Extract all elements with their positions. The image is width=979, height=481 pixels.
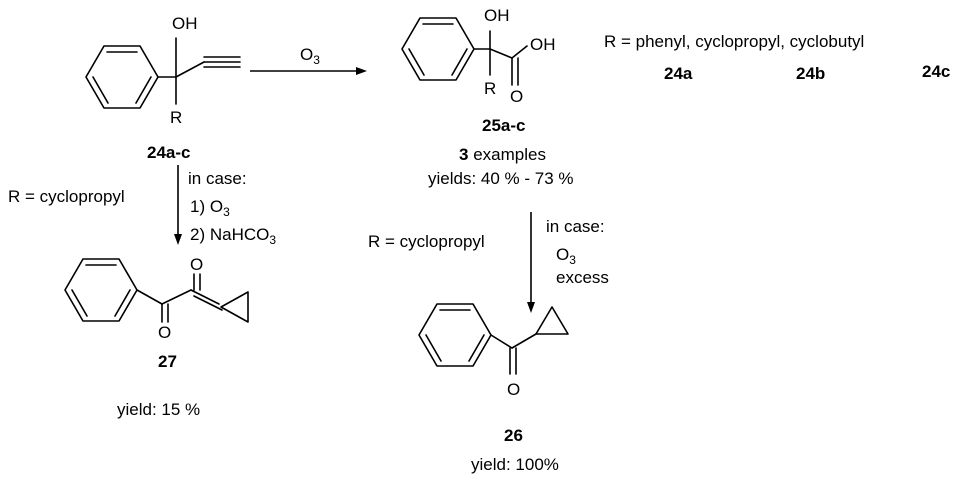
reagent-ozone-excess: O3	[556, 245, 576, 267]
r-definition-text: R = phenyl, cyclopropyl, cyclobutyl	[604, 32, 864, 51]
atom-o: O	[507, 380, 520, 399]
atom-oh-acid: OH	[530, 35, 556, 54]
atom-o-top: O	[190, 255, 203, 274]
yields-range: yields: 40 % - 73 %	[428, 169, 574, 188]
yield-27: yield: 15 %	[117, 400, 200, 419]
condition-in-case-left: in case:	[188, 169, 247, 188]
atom-oh: OH	[172, 14, 198, 33]
compound-label-27: 27	[158, 352, 177, 371]
cyclopropyl-ring	[535, 306, 569, 335]
cyclopropylidene-ring	[220, 291, 249, 323]
atom-r: R	[170, 108, 182, 127]
condition-in-case-right: in case:	[546, 217, 605, 236]
atom-r: R	[484, 79, 496, 98]
molecule-24a-c: OH R 24a-c	[85, 14, 241, 162]
yield-26: yield: 100%	[471, 455, 559, 474]
label-24b: 24b	[796, 64, 825, 83]
label-24a: 24a	[664, 64, 693, 83]
molecule-25a-c: OH OH R O 25a-c 3 examples yields: 40 % …	[401, 6, 574, 188]
benzene-ring	[418, 303, 492, 367]
compound-label-26: 26	[504, 426, 523, 445]
r-definition: R = phenyl, cyclopropyl, cyclobutyl 24a …	[604, 32, 950, 83]
arrow-ozonolysis: O3	[250, 45, 367, 75]
condition-r-right: R = cyclopropyl	[368, 232, 485, 251]
step1-ozone: 1) O3	[190, 197, 230, 219]
atom-o-carbonyl: O	[510, 87, 523, 106]
molecule-26: O 26 yield: 100%	[418, 303, 569, 474]
compound-label-24: 24a-c	[147, 143, 190, 162]
label-24c: 24c	[922, 62, 950, 81]
atom-oh: OH	[484, 6, 510, 25]
atom-o-bottom: O	[158, 323, 171, 342]
condition-r-left: R = cyclopropyl	[8, 187, 125, 206]
benzene-ring	[401, 17, 475, 81]
alkyne-triple-bond	[203, 56, 241, 68]
arrow-left-down: R = cyclopropyl in case: 1) O3 2) NaHCO3	[8, 165, 276, 247]
compound-label-25: 25a-c	[482, 116, 525, 135]
benzene-ring	[85, 45, 159, 109]
benzene-ring	[64, 258, 138, 322]
step2-bicarbonate: 2) NaHCO3	[190, 225, 276, 247]
reagent-ozone: O3	[300, 45, 320, 67]
molecule-27: O O 27 yield: 15 %	[64, 255, 249, 419]
examples-count: 3 examples	[459, 145, 546, 164]
arrow-right-down: R = cyclopropyl in case: O3 excess	[368, 212, 609, 313]
excess-label: excess	[556, 268, 609, 287]
